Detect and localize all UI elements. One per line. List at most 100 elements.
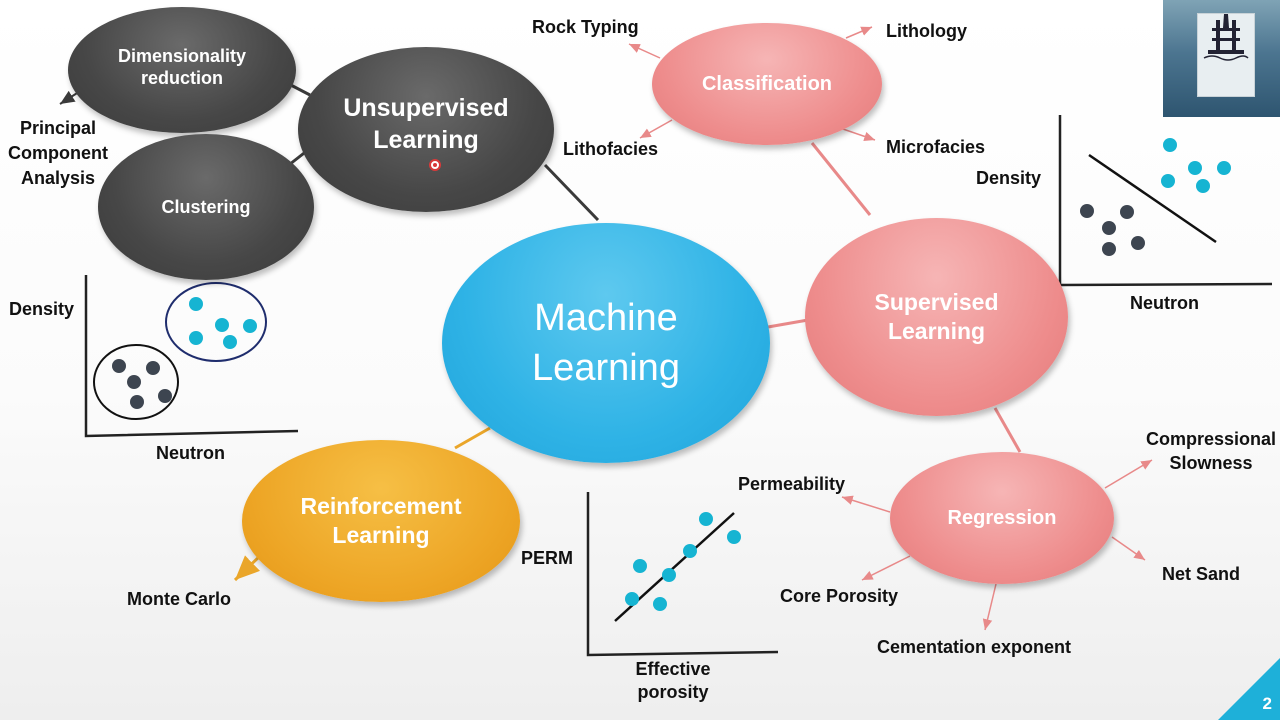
connector-ml-supervised [767, 318, 809, 329]
classification-point-cyan [1217, 161, 1231, 175]
logo-card [1197, 13, 1255, 97]
clustering-point-dark [130, 395, 144, 409]
classification-point-cyan [1163, 138, 1177, 152]
arrow-to-lithofacies [639, 119, 673, 139]
regression-point [662, 568, 676, 582]
clustering-point-cyan [189, 297, 203, 311]
permeability-label: Permeability [738, 474, 846, 494]
regression-point [727, 530, 741, 544]
lithofacies-label: Lithofacies [563, 139, 659, 159]
classification-point-dark [1120, 205, 1134, 219]
dimensionality-line1: Dimensionality [117, 45, 247, 66]
clustering-point-cyan [243, 319, 257, 333]
regression-point [653, 597, 667, 611]
supervised-line1: Supervised [874, 289, 999, 316]
arrow-to-microfacies [839, 127, 876, 142]
classification-point-dark [1102, 221, 1116, 235]
connector-supervised-classification [810, 142, 872, 216]
classification-label: Classification [701, 72, 833, 95]
clustering-plot-axes [84, 275, 299, 438]
classification-point-dark [1080, 204, 1094, 218]
cluster-ring-cyan [165, 282, 267, 362]
compressional-line1: Compressional [1146, 429, 1277, 449]
core-porosity-label: Core Porosity [780, 586, 899, 606]
clustering-point-dark [127, 375, 141, 389]
lithology-label: Lithology [886, 21, 967, 41]
classification-plot [1058, 115, 1273, 287]
arrow-to-rock-typing [628, 43, 661, 59]
clustering-point-dark [158, 389, 172, 403]
net-sand-label: Net Sand [1162, 564, 1241, 584]
clustering-plot [84, 275, 299, 438]
dimensionality-line2: reduction [140, 68, 223, 88]
clustering-label: Clustering [161, 196, 251, 217]
regression-point [633, 559, 647, 573]
clustering-point-cyan [223, 335, 237, 349]
classification-point-cyan [1196, 179, 1210, 193]
classification-point-dark [1102, 242, 1116, 256]
classification-plot-ylabel: Density [976, 168, 1042, 188]
monte-carlo-label: Monte Carlo [127, 589, 232, 609]
connector-ml-reinforcement [454, 426, 491, 450]
arrow-to-compressional [1104, 459, 1153, 489]
connector-ml-unsupervised [543, 163, 600, 222]
classification-point-cyan [1188, 161, 1202, 175]
cluster-ring-dark [93, 344, 179, 420]
supervised-line2: Learning [887, 318, 986, 344]
regression-xlabel-line2: porosity [637, 682, 709, 703]
connector-supervised-regression [993, 407, 1022, 453]
arrow-to-net-sand [1111, 536, 1146, 561]
arrow-to-core-porosity [861, 555, 911, 581]
compressional-slowness-label: Compressional Slowness [1146, 427, 1276, 476]
machine-learning-line1: Machine [534, 296, 678, 339]
page-corner-accent [1218, 658, 1280, 720]
pca-line3: Analysis [20, 168, 96, 189]
machine-learning-line2: Learning [532, 347, 680, 389]
clustering-point-dark [112, 359, 126, 373]
recording-cursor-icon [429, 159, 441, 171]
regression-plot-ylabel: PERM [521, 548, 574, 568]
regression-node: Regression [890, 452, 1114, 584]
clustering-point-dark [146, 361, 160, 375]
rock-typing-label: Rock Typing [532, 17, 639, 37]
reinforcement-line1: Reinforcement [300, 493, 462, 520]
regression-point [625, 592, 639, 606]
unsupervised-line1: Unsupervised [343, 94, 509, 123]
cementation-exponent-label: Cementation exponent [877, 637, 1072, 657]
arrow-to-cementation [982, 583, 997, 631]
classification-point-cyan [1161, 174, 1175, 188]
regression-point [699, 512, 713, 526]
regression-label: Regression [947, 506, 1057, 529]
clustering-point-cyan [215, 318, 229, 332]
regression-point [683, 544, 697, 558]
regression-plot [586, 492, 779, 657]
classification-node: Classification [652, 23, 882, 145]
microfacies-label: Microfacies [886, 137, 986, 157]
oil-rig-logo-icon [1163, 0, 1280, 117]
reinforcement-line2: Learning [332, 522, 430, 548]
regression-plot-axes [586, 492, 779, 657]
pca-line1: Principal [19, 118, 97, 138]
regression-xlabel-line1: Effective [635, 659, 711, 679]
clustering-node: Clustering [98, 134, 314, 280]
classification-plot-xlabel: Neutron [1130, 293, 1199, 313]
clustering-plot-ylabel: Density [9, 299, 75, 319]
page-number: 2 [1262, 694, 1272, 713]
oil-rig-icon [1203, 14, 1249, 61]
arrow-to-lithology [845, 26, 873, 39]
clustering-point-cyan [189, 331, 203, 345]
pca-line2: Component [8, 143, 108, 164]
classification-point-dark [1131, 236, 1145, 250]
arrow-to-permeability [841, 495, 891, 513]
pca-label: Principal Component Analysis [8, 116, 108, 192]
unsupervised-line2: Learning [373, 125, 479, 154]
compressional-line2: Slowness [1169, 453, 1253, 474]
regression-plot-xlabel: Effective porosity [632, 658, 714, 705]
clustering-plot-xlabel: Neutron [156, 443, 225, 463]
